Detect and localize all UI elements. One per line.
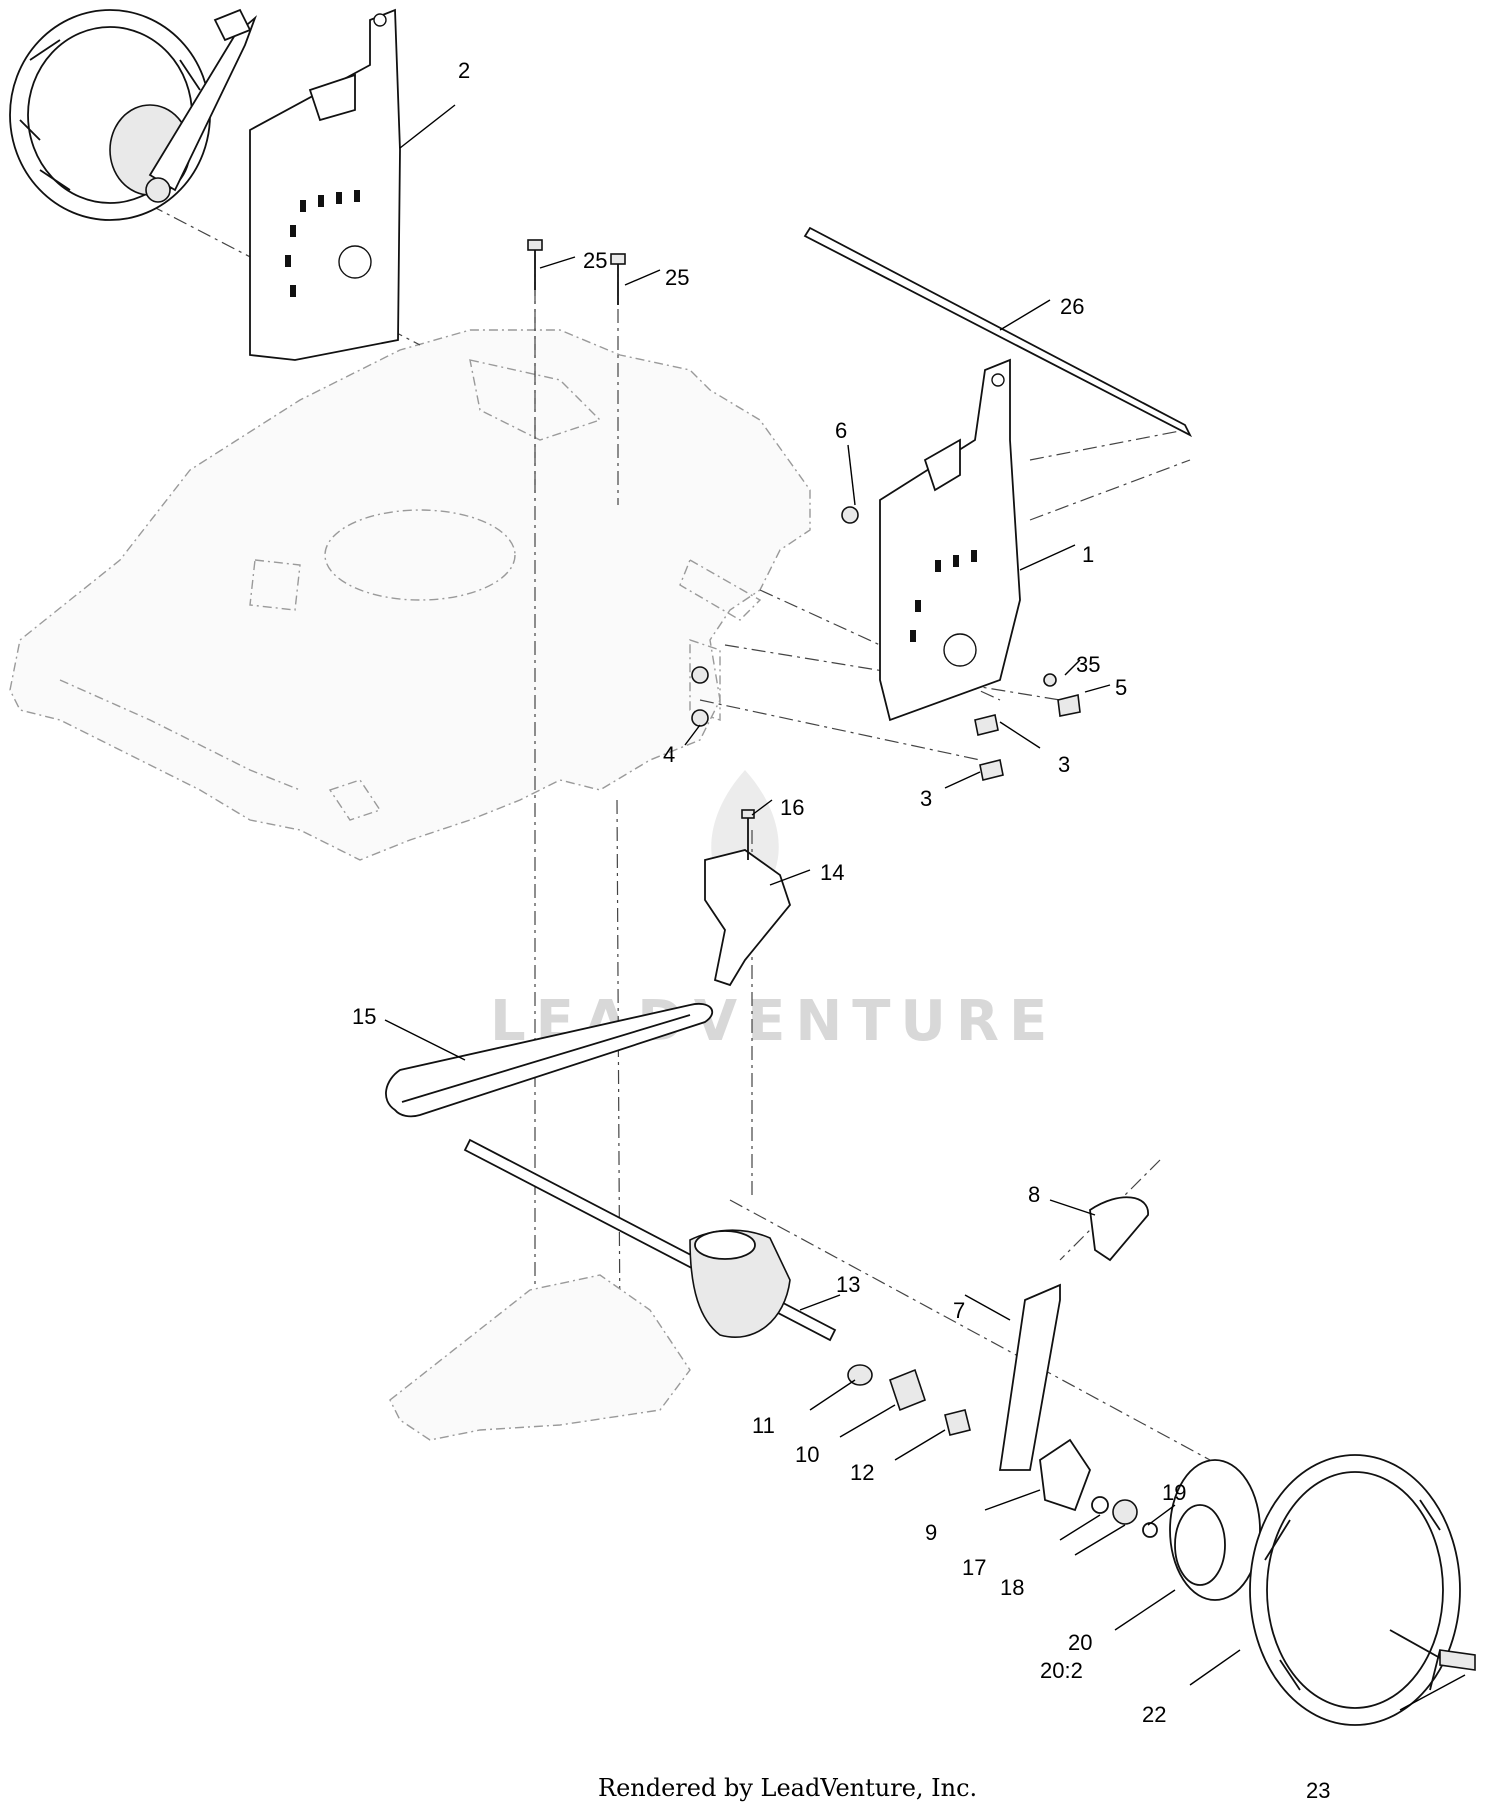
- callout-25b: 25: [665, 265, 689, 290]
- callout-35: 35: [1076, 652, 1100, 677]
- callout-14: 14: [820, 860, 844, 885]
- pivot-parts: [1039, 1438, 1158, 1538]
- rod-26: [803, 226, 1193, 438]
- callout-12: 12: [850, 1460, 874, 1485]
- callout-20: 20: [1068, 1630, 1092, 1655]
- callout-labels: 2 25 25 26 6 1 35 5 3 3 4 16 14 15 8 13 …: [352, 58, 1330, 1803]
- callout-19: 19: [1162, 1480, 1186, 1505]
- callout-7: 7: [953, 1298, 965, 1323]
- callout-18: 18: [1000, 1575, 1024, 1600]
- fasteners: [691, 506, 1081, 781]
- callout-22: 22: [1142, 1702, 1166, 1727]
- callout-23: 23: [1306, 1778, 1330, 1803]
- bracket-14: [704, 809, 792, 987]
- callout-3a: 3: [1058, 752, 1070, 777]
- callout-17: 17: [962, 1555, 986, 1580]
- callout-1: 1: [1082, 542, 1094, 567]
- callout-3b: 3: [920, 786, 932, 811]
- callout-8: 8: [1028, 1182, 1040, 1207]
- left-height-plate: [249, 8, 401, 361]
- callout-2: 2: [458, 58, 470, 83]
- callout-10: 10: [795, 1442, 819, 1467]
- wheel-hub: [1169, 1459, 1261, 1601]
- callout-26: 26: [1060, 294, 1084, 319]
- callout-16: 16: [780, 795, 804, 820]
- callout-15: 15: [352, 1004, 376, 1029]
- callout-9: 9: [925, 1520, 937, 1545]
- callout-13: 13: [836, 1272, 860, 1297]
- drive-belt: [385, 1002, 714, 1118]
- mower-deck: [9, 329, 811, 861]
- height-lever: [998, 1196, 1149, 1471]
- callout-5: 5: [1115, 675, 1127, 700]
- bolts-25: [527, 239, 626, 305]
- rear-skirt: [389, 1274, 691, 1441]
- callout-20-2: 20:2: [1040, 1658, 1083, 1683]
- footer-credit: Rendered by LeadVenture, Inc.: [598, 1774, 977, 1802]
- callout-11: 11: [752, 1413, 775, 1438]
- rear-wheel: [1249, 1454, 1476, 1726]
- transmission-shaft: [463, 1138, 837, 1342]
- callout-4: 4: [663, 742, 675, 767]
- right-height-plate: [879, 358, 1021, 722]
- callout-6: 6: [835, 418, 847, 443]
- callout-25a: 25: [583, 248, 607, 273]
- leader-lines: [384, 104, 1466, 1711]
- front-wheel-assembly: [9, 8, 258, 221]
- bushings: [847, 1364, 971, 1436]
